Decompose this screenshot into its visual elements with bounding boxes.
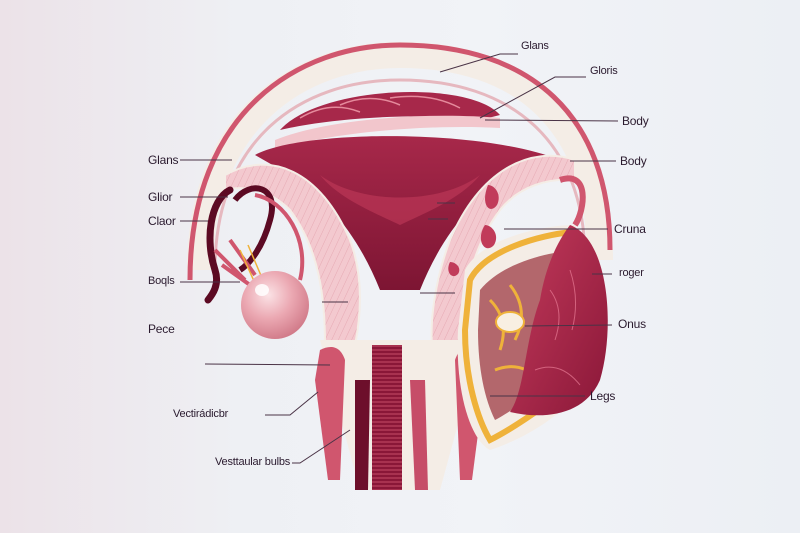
- label-glans-left: Glans: [148, 153, 179, 167]
- label-onus: Onus: [618, 317, 646, 331]
- label-gloris: Gloris: [590, 65, 618, 77]
- label-glior: Glior: [148, 190, 173, 204]
- label-boqls: Boqls: [148, 275, 175, 287]
- label-legs: Legs: [590, 389, 616, 403]
- left-ovary: [204, 185, 309, 339]
- upper-tissue: [275, 92, 500, 150]
- right-structure: [448, 175, 608, 450]
- label-glans-top: Glans: [521, 40, 549, 52]
- label-roger: roger: [619, 267, 644, 279]
- label-pece: Pece: [148, 322, 175, 336]
- label-body-top: Body: [622, 114, 649, 128]
- leader-lines: [180, 53, 619, 464]
- label-claor: Claor: [148, 214, 176, 228]
- label-vectiradicbr: Vectirádicbr: [173, 408, 229, 420]
- label-vestibular-bulbs: Vesttaular bulbs: [215, 456, 291, 468]
- label-cruna: Cruna: [614, 222, 646, 236]
- label-body-mid: Body: [620, 154, 647, 168]
